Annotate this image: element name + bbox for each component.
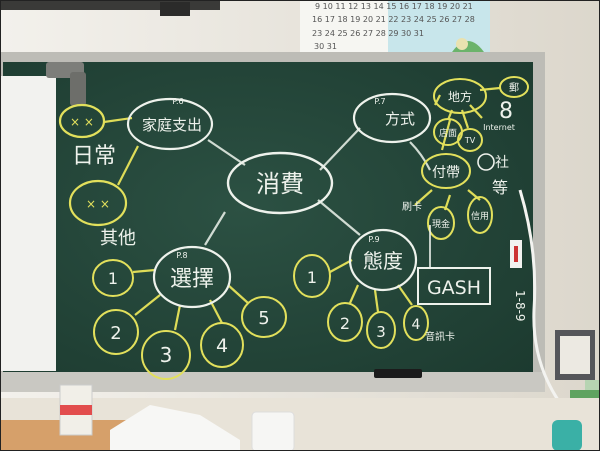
node-top-right — [352, 92, 432, 144]
choice-2: 2 — [110, 323, 121, 344]
bottom-right-page: P.9 — [368, 235, 379, 244]
node-center — [226, 151, 334, 215]
tv-label: TV — [464, 136, 476, 145]
gash-note: 音訊卡 — [425, 330, 455, 343]
place-label: 地方 — [448, 89, 472, 104]
shelf-bracket — [160, 2, 190, 16]
store-label: 店面 — [439, 127, 457, 139]
top-right-page: P.7 — [374, 97, 385, 106]
top-left-page: P.6 — [172, 97, 183, 106]
daily-marks: × × — [70, 115, 94, 129]
calendar-row-3: 23 24 25 26 27 28 29 30 31 — [312, 29, 424, 38]
paper-stack — [110, 405, 240, 451]
attitude-4: 4 — [412, 317, 421, 333]
calendar-row-2: 16 17 18 19 20 21 22 23 24 25 26 27 28 — [312, 15, 475, 24]
credit-label: 信用 — [471, 210, 489, 222]
eraser — [374, 369, 422, 378]
daily-label: 日常 — [72, 144, 116, 169]
attitude-3: 3 — [376, 323, 386, 341]
internet-label: Internet — [483, 123, 515, 132]
choice-5: 5 — [258, 308, 269, 329]
choice-3: 3 — [160, 343, 173, 367]
pay-label: 付帶 — [432, 165, 460, 181]
whiteboard-panel — [0, 76, 56, 371]
gash-box — [417, 267, 491, 305]
mindmap-links — [204, 127, 431, 246]
bottom-left-children: 1 2 3 4 5 — [92, 259, 287, 380]
top-right-label: 方式 — [385, 110, 415, 128]
bottom-right-children: 1 2 3 4 — [293, 254, 429, 349]
node-daily — [58, 103, 106, 139]
cable — [518, 189, 560, 401]
right-she: 社 — [495, 155, 509, 171]
bottom-right-label: 態度 — [363, 249, 403, 273]
center-label: 消費 — [256, 170, 304, 198]
side-note: 1-8-9 — [513, 290, 527, 322]
attitude-1: 1 — [307, 268, 317, 287]
other-marks: × × — [86, 197, 110, 211]
node-top-left — [126, 97, 214, 151]
plastic-cup — [251, 411, 295, 451]
node-bottom-right — [348, 228, 418, 292]
board-clamp-arm — [70, 72, 86, 106]
calendar: 9 10 11 12 13 14 15 16 17 18 19 20 21 16… — [300, 0, 490, 60]
right-deng: 等 — [492, 178, 508, 197]
gash-label: GASH — [427, 277, 481, 299]
node-small-circle — [477, 153, 495, 171]
node-cash — [427, 206, 455, 240]
water-bottle — [552, 420, 582, 451]
choice-4: 4 — [216, 335, 228, 357]
right-number: 8 — [499, 99, 513, 124]
node-credit — [467, 196, 493, 234]
node-tv — [457, 128, 483, 152]
node-other — [68, 179, 128, 227]
mindmap-sublinks — [103, 86, 501, 331]
node-pay — [421, 153, 471, 189]
node-place — [433, 78, 487, 114]
top-left-label: 家庭支出 — [142, 116, 202, 134]
choice-1: 1 — [108, 269, 118, 288]
bottom-left-label: 選擇 — [170, 267, 214, 292]
bottom-left-page: P.8 — [176, 251, 187, 260]
other-label: 其他 — [100, 228, 136, 249]
node-bottom-left — [152, 245, 232, 309]
calendar-row-4: 30 31 — [314, 42, 337, 51]
attitude-2: 2 — [340, 314, 350, 333]
mail-label: 郵 — [509, 82, 519, 94]
node-mail — [499, 76, 529, 98]
calendar-row-1: 9 10 11 12 13 14 15 16 17 18 19 20 21 — [315, 2, 473, 11]
cash-label: 現金 — [432, 218, 450, 230]
swipe-label: 刷卡 — [402, 200, 422, 213]
ceiling-shelf — [0, 0, 220, 10]
